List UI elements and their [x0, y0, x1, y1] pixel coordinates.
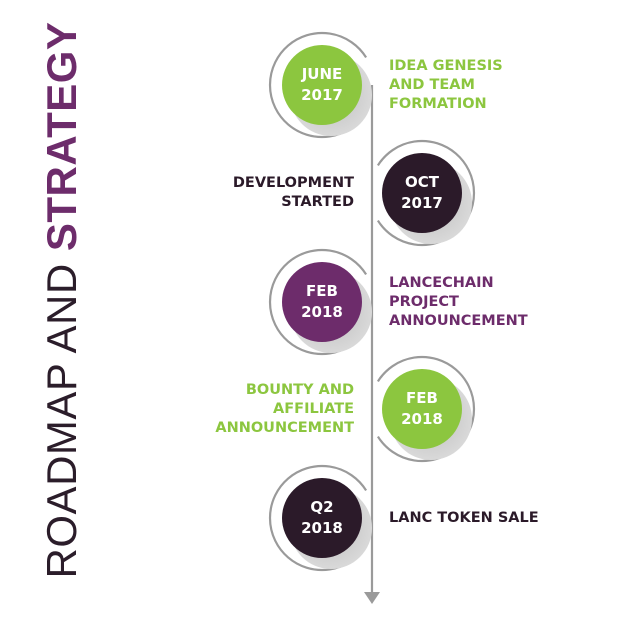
date-label: OCT 2017	[382, 172, 462, 214]
date-year: 2018	[401, 410, 443, 428]
date-month: FEB	[306, 282, 338, 300]
title-light: ROADMAP AND	[38, 251, 85, 579]
milestone-text-line: ANNOUNCEMENT	[215, 419, 354, 436]
date-label: JUNE 2017	[282, 64, 362, 106]
milestone-text-line: PROJECT	[389, 293, 459, 310]
milestone-text-3: LANCECHAIN PROJECT ANNOUNCEMENT	[389, 274, 528, 331]
date-year: 2018	[301, 519, 343, 537]
milestone-node-1	[268, 31, 372, 139]
date-month: Q2	[310, 498, 334, 516]
date-month: JUNE	[301, 65, 343, 83]
ring-arc	[376, 139, 476, 247]
date-label: FEB 2018	[282, 281, 362, 323]
date-month: FEB	[406, 389, 438, 407]
ring-arc	[376, 355, 476, 463]
title-bold: STRATEGY	[38, 21, 85, 252]
date-circle	[282, 45, 362, 125]
date-year: 2018	[301, 303, 343, 321]
milestone-text-line: IDEA GENESIS	[389, 57, 503, 74]
milestone-text-line: LANCECHAIN	[389, 274, 494, 291]
milestone-text-line: LANC TOKEN SALE	[389, 509, 539, 526]
milestone-text-line: DEVELOPMENT	[232, 175, 354, 191]
timeline-arrow	[364, 592, 380, 604]
date-label: Q2 2018	[282, 497, 362, 539]
milestone-node-3	[268, 248, 372, 356]
milestone-node-5	[268, 464, 372, 572]
milestone-node-4	[376, 355, 476, 463]
milestone-text-5: LANC TOKEN SALE	[389, 509, 539, 528]
date-circle	[282, 262, 362, 342]
date-month: OCT	[405, 173, 439, 191]
milestone-text-line: FORMATION	[389, 95, 487, 112]
milestone-text-2: DEVELOPMENT STARTED	[233, 174, 354, 212]
date-label: FEB 2018	[382, 388, 462, 430]
date-year: 2017	[401, 194, 443, 212]
page-title: ROADMAP AND STRATEGY	[38, 21, 85, 579]
milestone-text-1: IDEA GENESIS AND TEAM FORMATION	[389, 57, 503, 114]
date-circle	[282, 478, 362, 558]
milestone-node-2	[376, 139, 476, 247]
milestone-text-4: BOUNTY AND AFFILIATE ANNOUNCEMENT	[215, 381, 354, 438]
date-year: 2017	[301, 86, 343, 104]
milestone-text-line: ANNOUNCEMENT	[389, 312, 528, 329]
date-circle	[382, 153, 462, 233]
milestone-text-line: AND TEAM	[389, 76, 475, 93]
milestone-text-line: STARTED	[281, 194, 354, 210]
milestone-text-line: BOUNTY AND	[245, 381, 354, 398]
milestone-text-line: AFFILIATE	[273, 400, 354, 417]
date-circle	[382, 369, 462, 449]
